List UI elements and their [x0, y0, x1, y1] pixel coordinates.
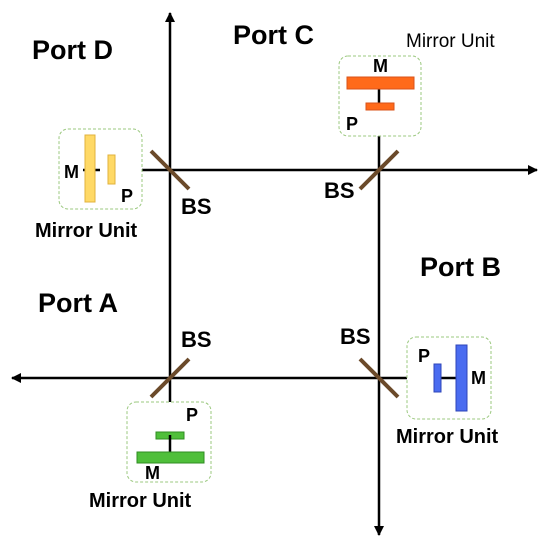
mirror-unit-port-d: M P [58, 128, 143, 210]
mirror-unit-label-a: Mirror Unit [89, 490, 192, 512]
beam-splitter-bottom-left [149, 357, 191, 399]
mirror-b [455, 344, 468, 412]
mirror-c [346, 76, 415, 90]
mirror-letter-b: M [471, 368, 486, 388]
mirror-letter-c: M [373, 56, 388, 76]
piezo-letter-b: P [418, 346, 430, 366]
bs-label-top-left: BS [181, 194, 212, 219]
piezo-letter-d: P [121, 186, 133, 206]
mirror-unit-port-a: P M [126, 401, 212, 483]
piezo-b [433, 363, 442, 393]
beam-splitter-top-right [358, 149, 400, 191]
mirror-unit-label-d: Mirror Unit [35, 220, 138, 242]
port-d-label: Port D [32, 35, 113, 65]
mirror-d [84, 134, 96, 203]
piezo-d [107, 154, 116, 185]
piezo-c [365, 102, 395, 111]
port-a-label: Port A [38, 288, 118, 318]
mirror-letter-a: M [145, 463, 160, 483]
port-b-label: Port B [420, 252, 501, 282]
mirror-a [136, 451, 205, 464]
mirror-letter-d: M [64, 162, 79, 182]
mirror-unit-port-b: P M [406, 336, 492, 420]
beam-splitter-bottom-right [358, 357, 400, 399]
bs-label-top-right: BS [324, 178, 355, 203]
bs-label-bottom-right: BS [340, 324, 371, 349]
port-c-label: Port C [233, 20, 314, 50]
piezo-letter-c: P [346, 114, 358, 134]
bs-label-bottom-left: BS [181, 327, 212, 352]
mirror-unit-port-c: M P [338, 55, 422, 137]
beam-splitter-top-left [149, 149, 191, 191]
mirror-unit-label-c: Mirror Unit [406, 31, 495, 52]
piezo-letter-a: P [186, 405, 198, 425]
mirror-unit-label-b: Mirror Unit [396, 426, 499, 448]
